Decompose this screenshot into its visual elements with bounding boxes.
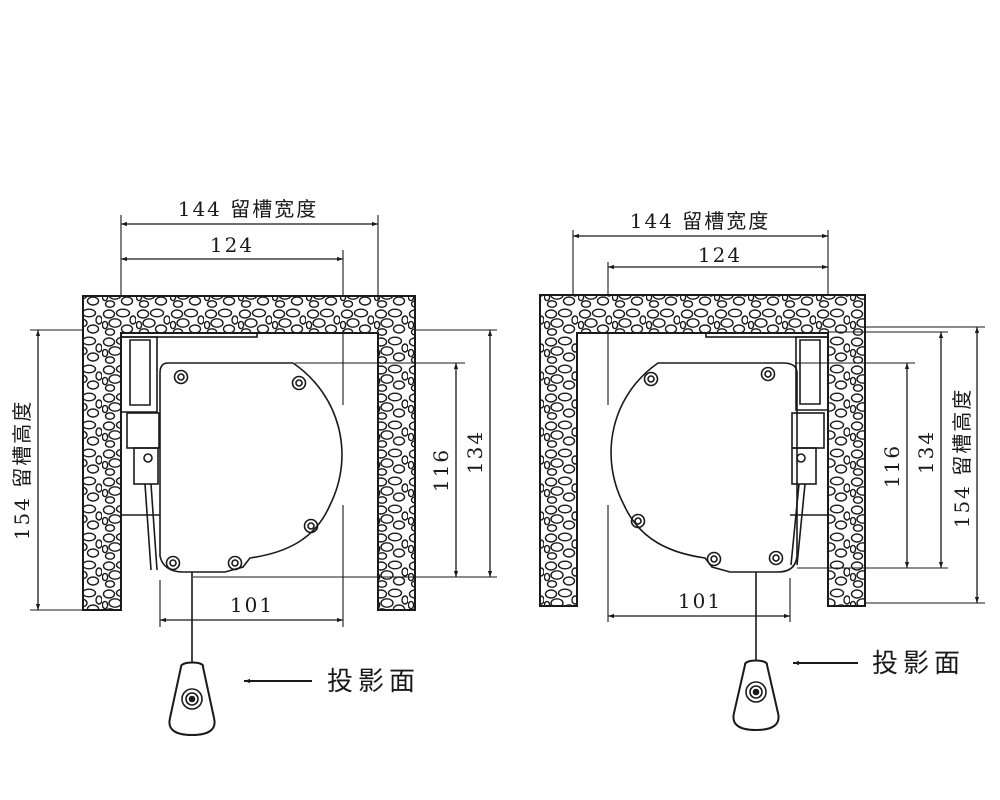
slot-height-label: 154 留槽高度 [10,400,34,541]
slot-width-label: 144 留槽宽度 [178,197,319,221]
left-view [30,215,497,737]
motor-housing [159,362,343,573]
height-116-label: 116 [429,448,453,492]
slot-width-label: 144 留槽宽度 [630,209,771,233]
projection-label: 投影面 [327,667,420,697]
inner-width-label: 124 [210,233,254,257]
pull-handle [168,661,216,737]
height-134-label: 134 [914,430,938,474]
slot-height-label: 154 留槽高度 [950,388,974,529]
bottom-width-label: 101 [678,589,722,613]
extension-lines [572,230,985,622]
mounting-bracket [705,332,829,566]
pull-handle [732,659,780,732]
height-116-label: 116 [880,444,904,488]
right-view-labels: 144 留槽宽度 124 154 留槽高度 134 116 101 投影面 [630,209,974,679]
left-view-labels: 144 留槽宽度 124 154 留槽高度 134 116 101 投影面 [10,197,487,697]
motor-housing [610,362,798,573]
inner-width-label: 124 [698,243,742,267]
mounting-bracket [120,332,258,571]
right-view [539,230,985,732]
masonry-wall [82,295,416,611]
projection-label: 投影面 [872,649,965,679]
height-134-label: 134 [463,430,487,474]
bottom-width-label: 101 [230,593,274,617]
